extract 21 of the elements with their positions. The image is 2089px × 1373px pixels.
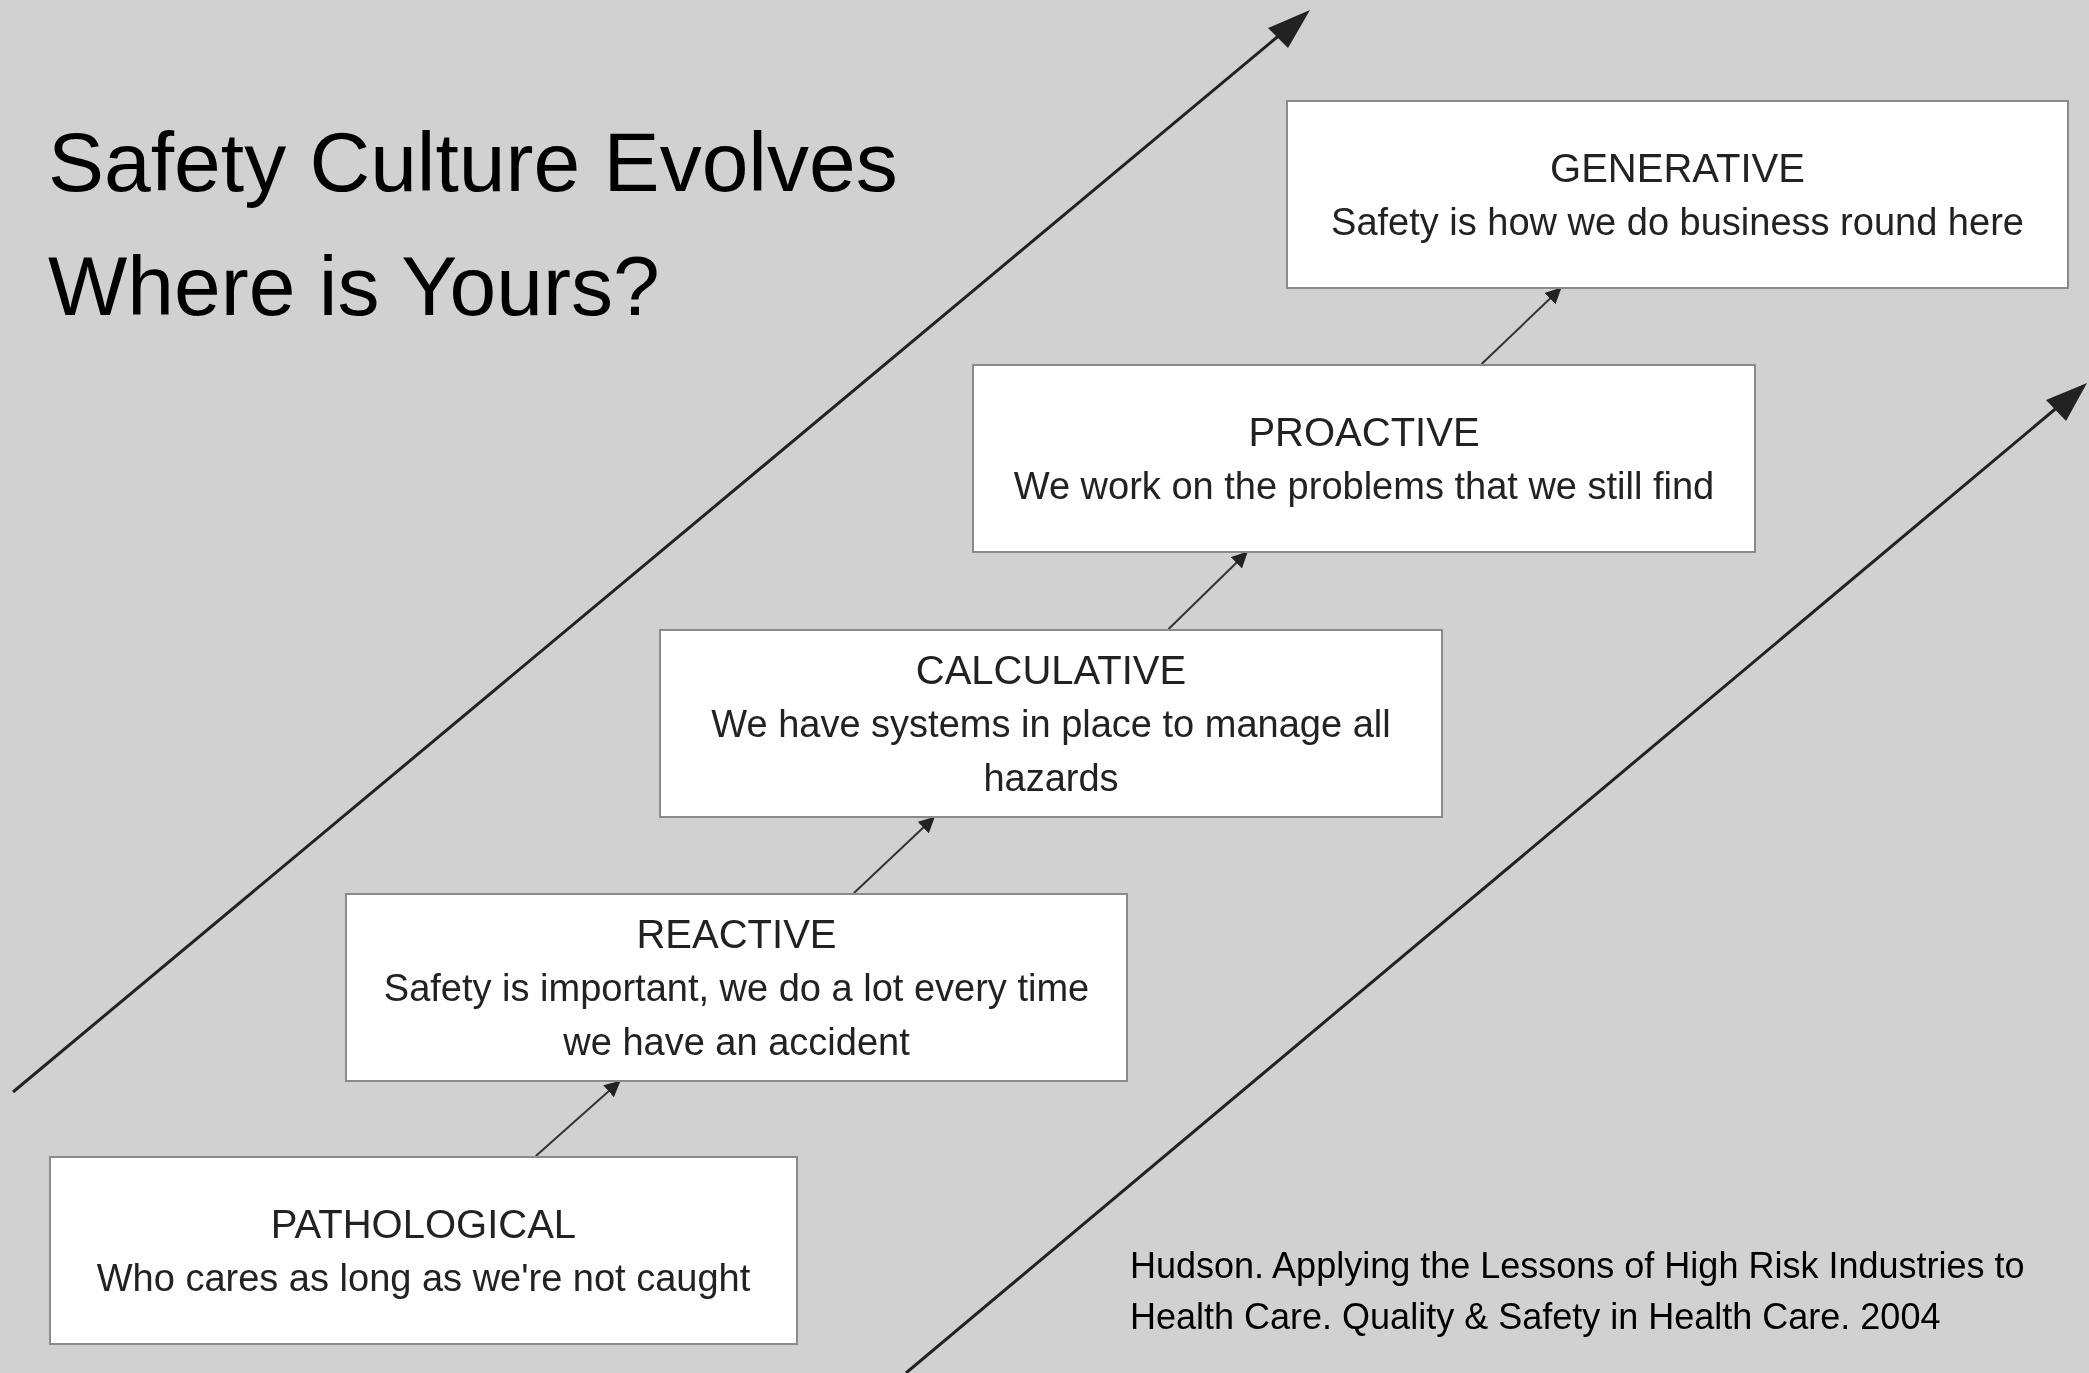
- arrow: [534, 1080, 621, 1157]
- arrow: [852, 816, 935, 894]
- stage-description: We work on the problems that we still find: [1013, 463, 1715, 509]
- stage-heading: PROACTIVE: [1248, 408, 1480, 456]
- citation: Hudson. Applying the Lessons of High Risk Industries to Health Care. Quality & Safety in Health Care. 2004: [1130, 1244, 2026, 1339]
- stage-box: [345, 893, 1128, 1082]
- stage-box: [972, 364, 1756, 553]
- stage-heading: PATHOLOGICAL: [270, 1200, 577, 1248]
- title: Safety Culture Evolves Where is Yours?: [48, 114, 899, 335]
- arrow: [1480, 287, 1562, 365]
- stage-description: Who cares as long as we're not caught: [96, 1255, 751, 1301]
- stage-heading: CALCULATIVE: [915, 646, 1187, 694]
- stage-heading: GENERATIVE: [1550, 144, 1805, 192]
- stage-box: [1286, 100, 2069, 289]
- stage-box: [49, 1156, 798, 1345]
- stage-description: Safety is how we do business round here: [1331, 199, 2024, 245]
- arrow: [1167, 551, 1248, 630]
- stage-description: We have systems in place to manage all hazards: [710, 701, 1392, 801]
- stage-heading: REACTIVE: [636, 910, 837, 958]
- stage-box: [659, 629, 1443, 818]
- stage-description: Safety is important, we do a lot every time we have an accident: [382, 965, 1091, 1065]
